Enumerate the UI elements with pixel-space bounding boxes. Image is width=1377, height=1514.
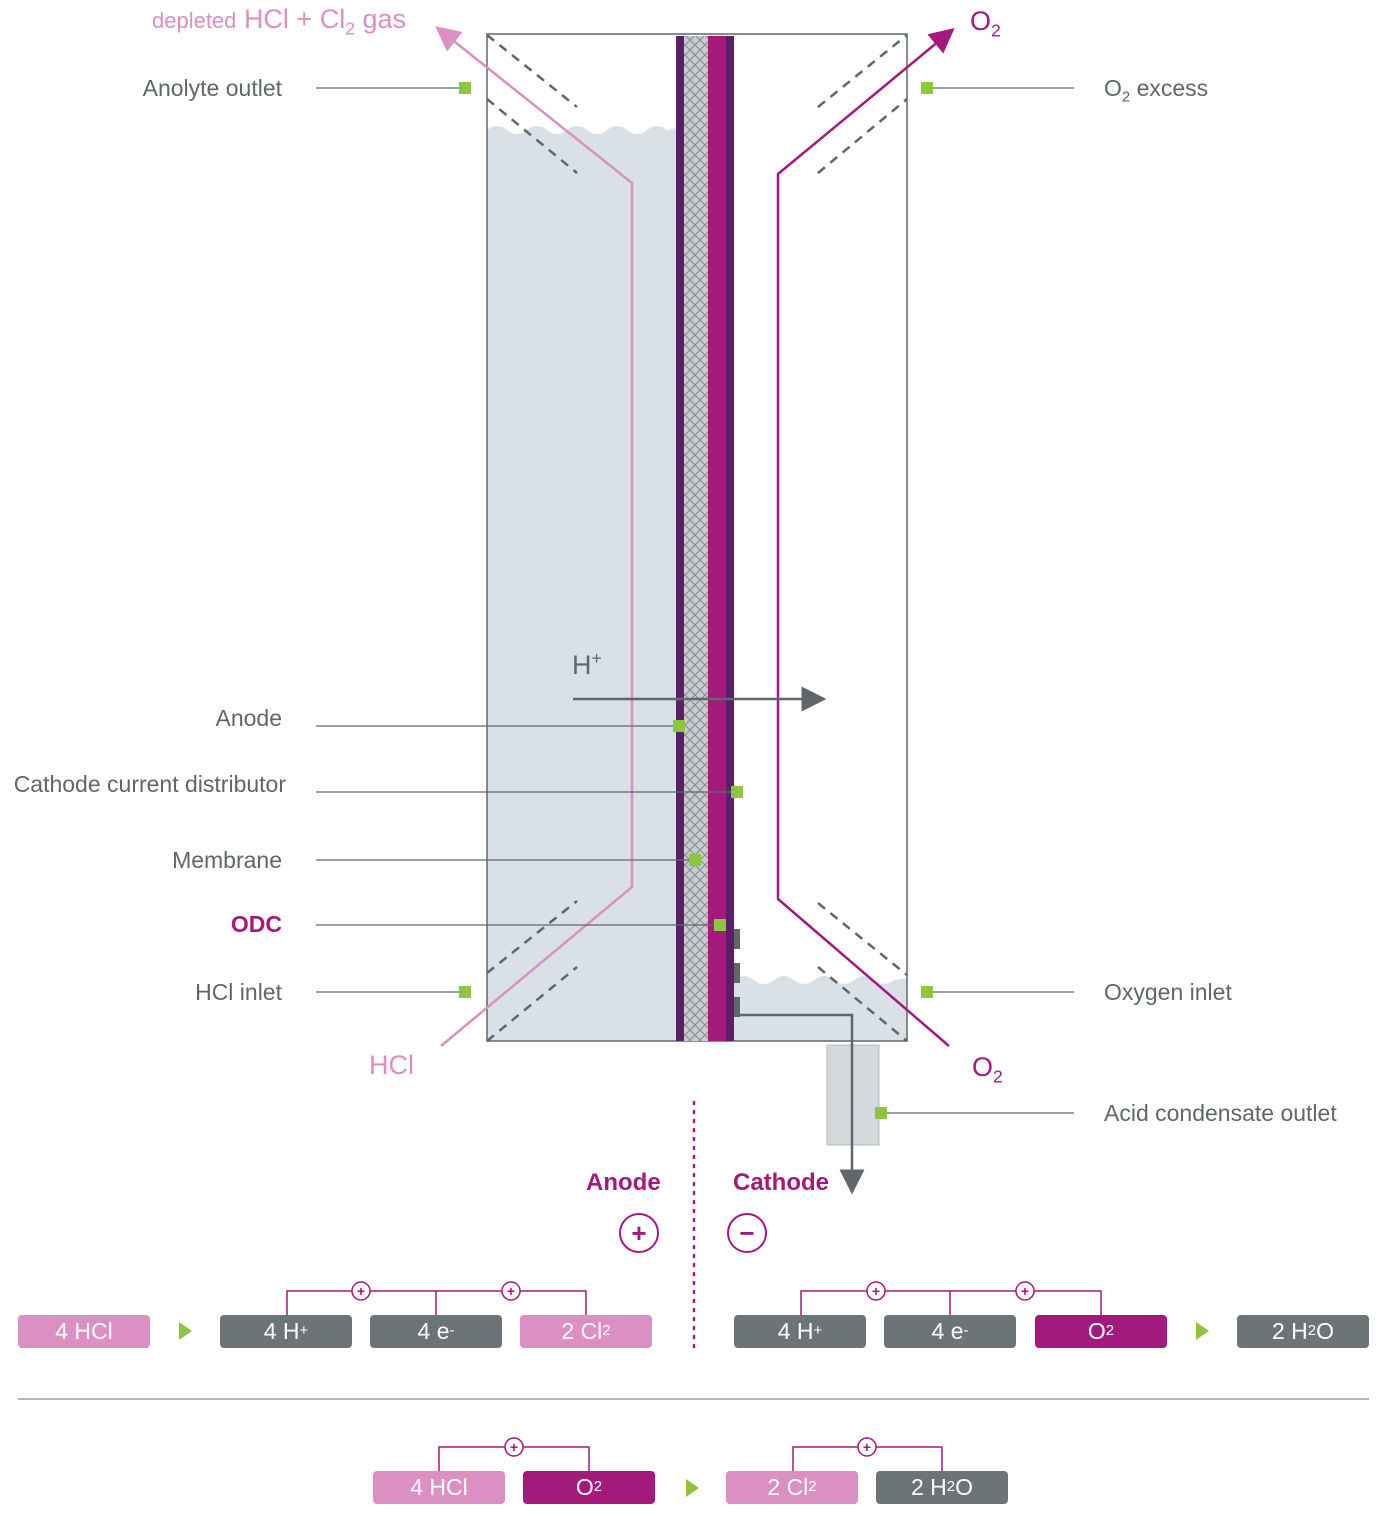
join-plus: + <box>872 1283 880 1299</box>
positive-terminal-icon: + <box>619 1213 659 1253</box>
hcl-flow-line <box>435 26 634 1047</box>
marker-cathode-distributor <box>731 786 743 798</box>
overall-reaction-arrow <box>686 1479 699 1497</box>
oxygen-inlet-label: Oxygen inlet <box>1104 979 1232 1005</box>
join-plus: + <box>357 1283 365 1299</box>
anode-reactant-hcl: 4 HCl <box>18 1315 150 1348</box>
overall-reactant-hcl: 4 HCl <box>373 1471 505 1504</box>
marker-anolyte-outlet <box>459 82 471 94</box>
o2-excess-label: O2 excess <box>1104 75 1209 106</box>
cathode-distributor-layer <box>726 36 734 1041</box>
marker-oxygen-inlet <box>921 986 933 998</box>
membrane-label: Membrane <box>172 847 282 873</box>
cathode-section-title: Cathode <box>733 1169 829 1196</box>
join-plus: + <box>1021 1283 1029 1299</box>
anolyte-outlet-label: Anolyte outlet <box>142 75 282 101</box>
cathode-current-distributor-label: Cathode current distributor <box>13 771 286 797</box>
marker-membrane <box>689 854 701 866</box>
cathode-reactant-electrons: 4 e- <box>884 1315 1016 1348</box>
anode-section-title: Anode <box>586 1169 661 1196</box>
odc-label: ODC <box>230 911 282 937</box>
oxygen-flow-line <box>776 28 955 1047</box>
odc-layer <box>708 36 726 1041</box>
membrane-layer <box>684 36 708 1041</box>
marker-odc <box>714 919 726 931</box>
hcl-feed-label: HCl <box>369 1050 414 1080</box>
anode-label: Anode <box>215 705 282 731</box>
condensate-fill <box>734 976 907 1041</box>
negative-terminal-icon: − <box>727 1213 767 1253</box>
join-plus: + <box>507 1283 515 1299</box>
condensate-drain-line <box>737 1013 865 1195</box>
o2-outlet-label: O2 <box>970 6 1001 41</box>
join-plus: + <box>510 1439 518 1455</box>
depleted-outlet-label: depleted HCl + Cl2 gas <box>152 4 407 39</box>
anode-product-electrons: 4 e- <box>370 1315 502 1348</box>
proton-label: H+ <box>572 648 602 680</box>
anolyte-fill <box>487 126 676 1041</box>
cathode-reaction-arrow <box>1196 1322 1209 1340</box>
o2-feed-label: O2 <box>972 1052 1003 1087</box>
marker-acid-condensate <box>875 1107 887 1119</box>
anode-layer <box>676 36 684 1041</box>
hcl-inlet-label: HCl inlet <box>195 979 282 1005</box>
acid-condensate-outlet-label: Acid condensate outlet <box>1104 1100 1337 1126</box>
join-plus: + <box>863 1439 871 1455</box>
anode-reaction-arrow <box>179 1322 192 1340</box>
cathode-reactant-protons: 4 H+ <box>734 1315 866 1348</box>
anode-product-protons: 4 H+ <box>220 1315 352 1348</box>
marker-o2-excess <box>921 82 933 94</box>
marker-anode <box>673 720 685 732</box>
marker-hcl-inlet <box>459 986 471 998</box>
